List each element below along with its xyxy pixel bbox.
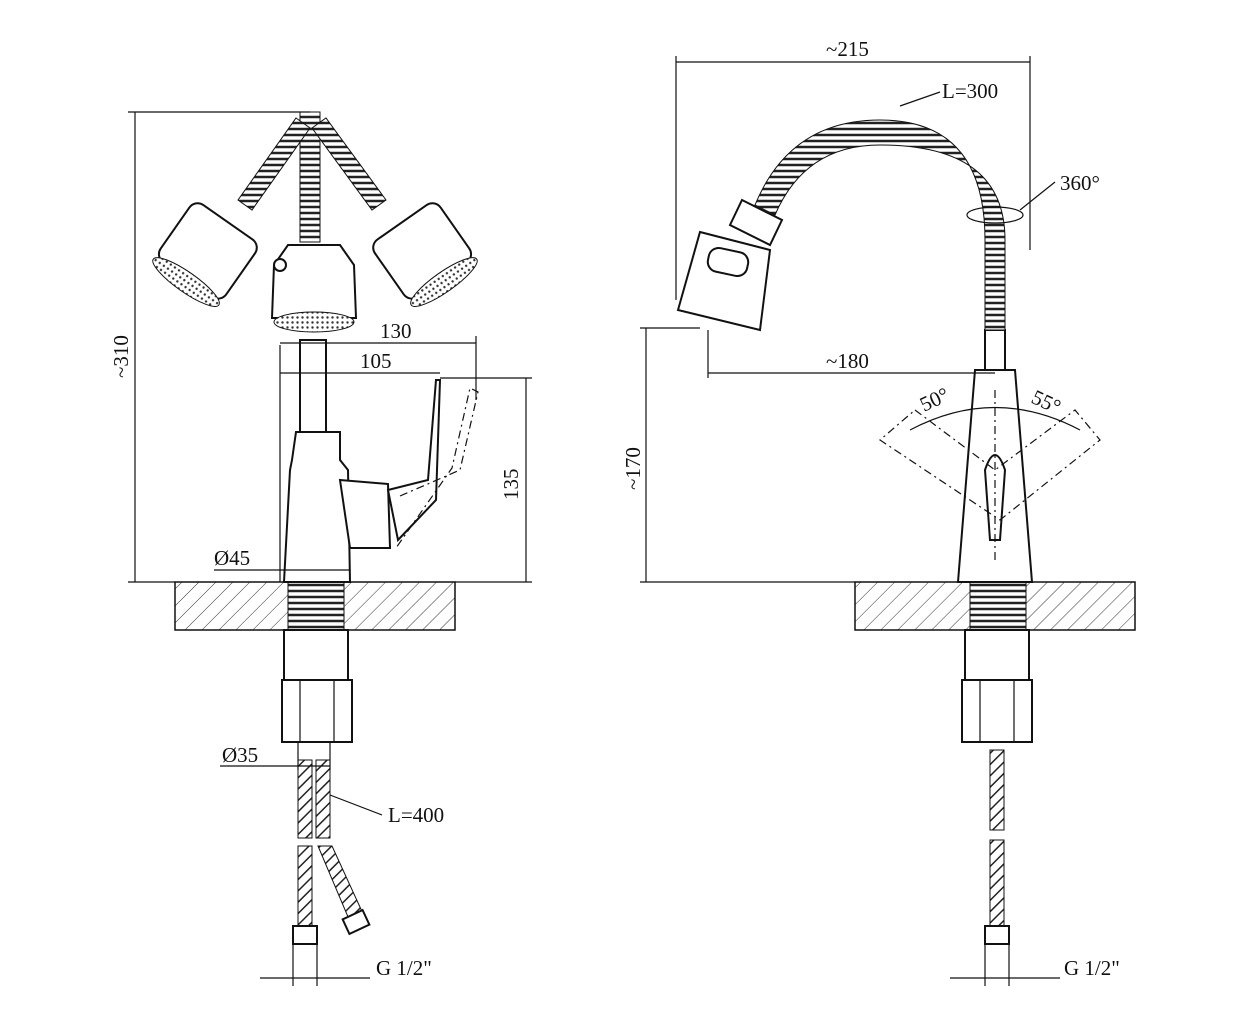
angle-right-label: 55° — [1028, 385, 1065, 419]
spray-mode-button — [706, 246, 750, 278]
flexible-hose-alt-right — [311, 117, 387, 211]
flex-length-label: L=300 — [942, 79, 998, 103]
spray-face — [273, 311, 355, 333]
front-view: ~310 130 105 135 Ø45 Ø35 L=400 G 1/2" — [109, 111, 532, 986]
side-view: 50° 55° 360° L=300 ~215 ~170 ~180 G 1/2" — [621, 37, 1136, 986]
hose-length-label: L=400 — [388, 803, 444, 827]
spray-head-alt-left — [152, 202, 258, 307]
supply-hose-right — [315, 759, 331, 839]
mounting-nut-lower — [961, 679, 1033, 743]
width-dimension: ~215 — [826, 37, 869, 61]
mounting-nut — [283, 629, 349, 681]
spray-head-neck — [728, 198, 784, 247]
flexible-hose-alt-left — [237, 117, 311, 211]
height-dimension: ~310 — [109, 335, 133, 378]
spray-head — [676, 230, 772, 332]
spout-height-dimension: ~170 — [621, 447, 645, 490]
spray-mode-button — [273, 258, 287, 272]
width-130-dimension: 130 — [380, 319, 412, 343]
spray-head-alt-right — [372, 202, 478, 307]
lever-handle — [386, 379, 442, 543]
supply-hose-upper — [989, 749, 1005, 831]
width-105-dimension: 105 — [360, 349, 392, 373]
supply-hose-left — [297, 759, 313, 839]
spout-pipe — [984, 329, 1006, 371]
threaded-shank — [287, 581, 345, 631]
thread-size-label: G 1/2" — [376, 956, 432, 980]
handle-height-dimension: 135 — [499, 469, 523, 501]
mounting-nut-lower — [281, 679, 353, 743]
supply-hose-left-lower — [297, 845, 313, 927]
threaded-shank — [969, 581, 1027, 631]
reach-dimension: ~180 — [826, 349, 869, 373]
angle-left-label: 50° — [916, 382, 953, 416]
shank-diameter-dimension: Ø35 — [222, 743, 258, 767]
rotation-indicator — [966, 206, 1024, 224]
rotation-label: 360° — [1060, 171, 1100, 195]
lever-swing-range — [879, 409, 1101, 521]
hose-fitting — [984, 925, 1010, 945]
lever-alt-position — [395, 387, 479, 549]
hose-fitting — [292, 925, 318, 945]
mounting-nut — [964, 629, 1030, 681]
faucet-body — [282, 431, 352, 583]
thread-size-label: G 1/2" — [1064, 956, 1120, 980]
supply-hose-lower — [989, 839, 1005, 927]
spout-pipe — [299, 339, 327, 433]
base-diameter-dimension: Ø45 — [214, 546, 250, 570]
flexible-hose — [754, 119, 1006, 331]
hose-fitting — [341, 908, 371, 936]
angle-arc — [909, 406, 1081, 431]
lever-handle — [983, 454, 1007, 541]
handle-cartridge — [338, 478, 392, 549]
spray-head — [270, 244, 358, 319]
